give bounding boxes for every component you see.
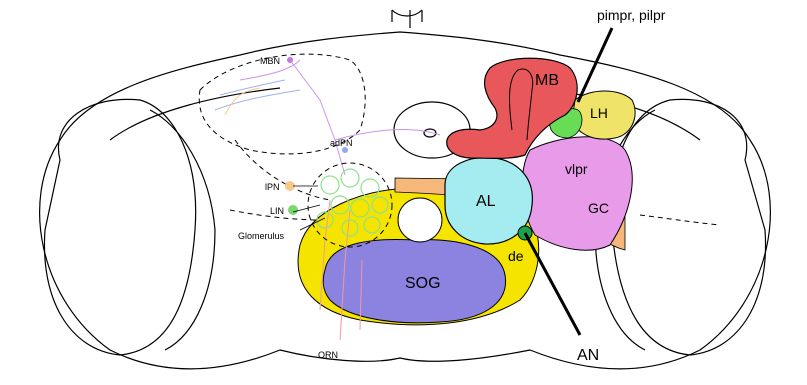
lin-dot	[288, 205, 298, 215]
label-gc: GC	[588, 200, 609, 216]
label-lpn: lPN	[265, 182, 280, 192]
label-al: AL	[476, 193, 496, 210]
label-de: de	[508, 248, 524, 264]
brain-top-notch	[392, 10, 422, 28]
label-lh: LH	[590, 105, 608, 121]
label-an: AN	[577, 347, 599, 364]
vlpr-region	[522, 137, 632, 250]
label-glomerulus: Glomerulus	[238, 231, 285, 241]
label-pimpr-pilpr: pimpr, pilpr	[597, 7, 666, 23]
label-orn: ORN	[318, 350, 338, 360]
label-lin: LIN	[270, 206, 284, 216]
mbn-dot	[287, 57, 293, 63]
label-mbn: MBN	[260, 56, 280, 66]
label-adpn: adPN	[330, 138, 353, 148]
left-optic-lobe-inner	[150, 110, 215, 350]
de-hole	[398, 198, 442, 242]
left-optic-lobe	[44, 99, 195, 355]
label-sog: SOG	[405, 275, 441, 292]
label-mb: MB	[535, 72, 559, 89]
label-vlpr: vlpr	[565, 161, 588, 177]
right-optic-lobe	[612, 99, 766, 355]
